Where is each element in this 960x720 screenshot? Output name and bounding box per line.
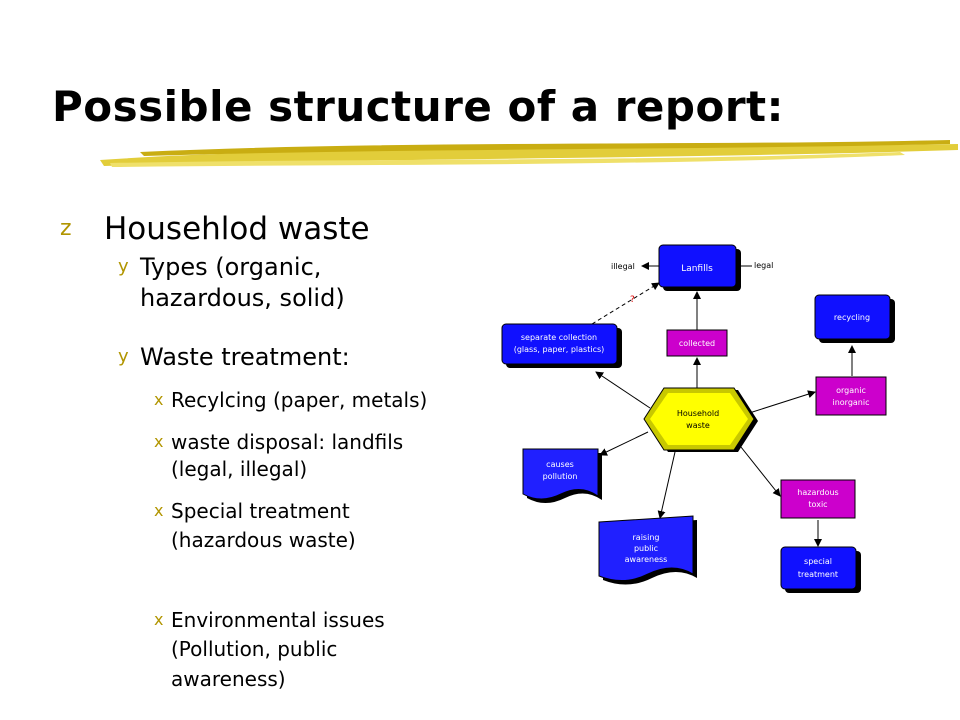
outline-recycling: Recylcing (paper, metals): [171, 388, 428, 412]
node-collected-label: collected: [679, 339, 715, 348]
node-household-line2: waste: [686, 421, 710, 430]
outline-special-line1: Special treatment: [171, 499, 350, 523]
outline-disposal-line2: (legal, illegal): [171, 457, 308, 481]
arrow-hub-to-raising: [657, 451, 676, 519]
node-separate-line2: (glass, paper, plastics): [514, 345, 605, 354]
label-illegal: illegal: [611, 262, 635, 271]
bullet-level3-icon: x: [154, 390, 164, 409]
node-raising-line3: awareness: [625, 555, 668, 564]
node-raising-line1: raising: [633, 533, 660, 542]
node-raising-line2: public: [634, 544, 658, 553]
waste-concept-diagram: Lanfills illegal legal ? separate collec…: [501, 244, 895, 593]
node-household-line1: Household: [677, 409, 719, 418]
node-recycling-label: recycling: [834, 313, 870, 322]
node-raising-awareness: raising public awareness: [598, 515, 697, 585]
node-collected: collected: [666, 329, 728, 357]
node-special-line1: special: [804, 557, 832, 566]
node-causes-pollution: causes pollution: [522, 448, 602, 503]
node-organic: organic inorganic: [815, 376, 887, 416]
outline-env-line3: awareness): [171, 667, 286, 691]
outline-env-line1: Environmental issues: [171, 608, 385, 632]
arrow-hub-to-recycling-path: [739, 390, 816, 417]
outline-special-line2: (hazardous waste): [171, 528, 356, 552]
node-hazardous-line2: toxic: [808, 500, 827, 509]
node-household-hub: Household waste: [643, 387, 758, 452]
arrow-hub-to-separate: [595, 371, 651, 409]
node-special-treatment: special treatment: [780, 546, 861, 593]
bullet-level3-icon: x: [154, 501, 164, 520]
node-separate-collection: separate collection (glass, paper, plast…: [501, 323, 622, 368]
node-organic-line1: organic: [836, 386, 866, 395]
bullet-level2-icon: y: [118, 346, 129, 367]
outline-disposal-line1: waste disposal: landfils: [171, 430, 404, 454]
arrow-hub-to-hazardous: [736, 441, 781, 497]
bullet-level2-icon: y: [118, 256, 129, 277]
outline-env-line2: (Pollution, public: [171, 637, 338, 661]
outline-types-line1: Types (organic,: [140, 253, 322, 281]
label-question-mark: ?: [630, 295, 635, 305]
title-underline-brush: [100, 140, 958, 167]
outline-types-line2: hazardous, solid): [140, 284, 345, 312]
bullet-level1-icon: z: [60, 216, 72, 241]
node-landfills-label: Lanfills: [681, 264, 713, 274]
outline-treatment: Waste treatment:: [140, 343, 350, 371]
slide-title: Possible structure of a report:: [52, 82, 784, 131]
node-causes-line2: pollution: [543, 472, 578, 481]
node-special-line2: treatment: [798, 570, 838, 579]
arrow-hub-to-causes: [599, 431, 649, 456]
bullet-level3-icon: x: [154, 432, 164, 451]
bullet-level3-icon: x: [154, 610, 164, 629]
node-causes-line1: causes: [546, 460, 574, 469]
arrow-separate-to-landfills: [591, 282, 660, 325]
node-hazardous-line1: hazardous: [797, 488, 838, 497]
outline-heading: Househlod waste: [104, 211, 370, 247]
node-hazardous-toxic: hazardous toxic: [780, 479, 856, 519]
node-organic-line2: inorganic: [832, 398, 869, 407]
node-separate-line1: separate collection: [521, 333, 597, 342]
node-recycling: recycling: [814, 294, 895, 343]
node-landfills: Lanfills: [658, 244, 741, 291]
label-legal: legal: [754, 261, 773, 270]
